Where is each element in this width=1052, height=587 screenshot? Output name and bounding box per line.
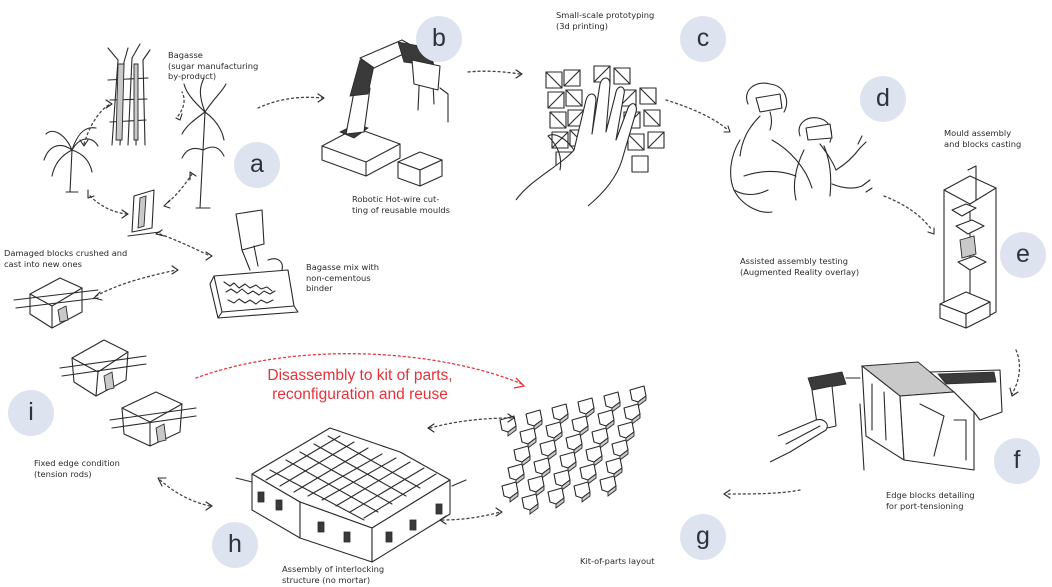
step-badge-d: d	[860, 76, 906, 122]
robotic-arm-illustration	[322, 40, 448, 186]
caption-prototyping: Small-scale prototyping (3d printing)	[556, 10, 654, 31]
interlocking-structure-illustration	[236, 428, 466, 562]
prototype-hand-illustration	[516, 66, 664, 206]
caption-ar-testing: Assisted assembly testing (Augmented Rea…	[740, 256, 859, 277]
caption-robotic-cutting: Robotic Hot-wire cut- ting of reusable m…	[352, 194, 450, 215]
bagasse-mix-tray-illustration	[210, 210, 298, 318]
caption-bagasse-mix: Bagasse mix with non-cementous binder	[306, 262, 379, 294]
step-badge-e: e	[1000, 232, 1046, 278]
step-badge-a: a	[234, 142, 280, 188]
caption-kit-of-parts: Kit-of-parts layout	[580, 556, 655, 567]
step-badge-h: h	[212, 522, 258, 568]
ar-headset-users-illustration	[731, 83, 872, 212]
caption-bagasse: Bagasse (sugar manufacturing by-product)	[168, 50, 258, 82]
step-badge-i: i	[8, 390, 54, 436]
caption-interlocking: Assembly of interlocking structure (no m…	[282, 564, 384, 585]
edge-block-drilling-illustration	[770, 362, 1002, 470]
caption-damaged-blocks: Damaged blocks crushed and cast into new…	[4, 248, 127, 269]
step-badge-f: f	[994, 438, 1040, 484]
kit-of-parts-grid-illustration	[500, 386, 646, 514]
headline-disassembly: Disassembly to kit of parts, reconfigura…	[240, 366, 480, 404]
step-badge-c: c	[680, 16, 726, 62]
caption-fixed-edge: Fixed edge condition (tension rods)	[34, 458, 120, 479]
step-badge-b: b	[416, 16, 462, 62]
step-badge-g: g	[680, 514, 726, 560]
mould-assembly-illustration	[940, 166, 996, 328]
caption-edge-detailing: Edge blocks detailing for port-tensionin…	[886, 490, 975, 511]
caption-mould-assembly: Mould assembly and blocks casting	[944, 128, 1021, 149]
